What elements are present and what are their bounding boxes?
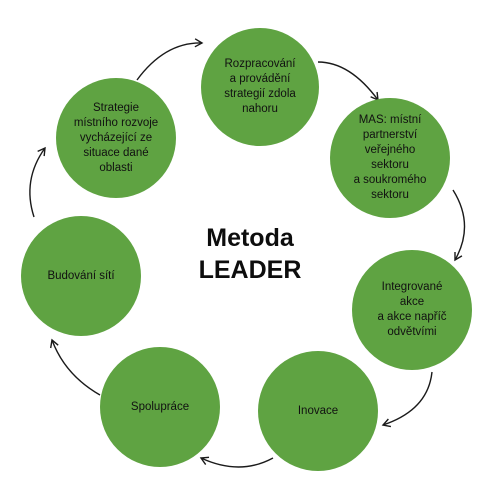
arrow-mas-to-integrovane bbox=[452, 189, 466, 262]
node-spoluprace: Spolupráce bbox=[100, 347, 220, 467]
center-title: Metoda LEADER bbox=[198, 224, 302, 284]
node-inovace-label: Inovace bbox=[297, 404, 339, 417]
node-mas: MAS: místní partnerství veřejného sektor… bbox=[330, 98, 450, 218]
node-integrovane: Integrované akce a akce napříč odvětvími bbox=[352, 250, 472, 370]
node-budovani-label: Budování sítí bbox=[47, 269, 115, 282]
node-mas-label: MAS: místní partnerství veřejného sektor… bbox=[353, 114, 427, 201]
arrow-inovace-to-spoluprace bbox=[199, 456, 274, 468]
arrow-rozpracovani-to-mas bbox=[317, 61, 379, 102]
node-integrovane-label: Integrované akce a akce napříč odvětvími bbox=[377, 281, 447, 338]
arrow-strategie-to-rozpracovani bbox=[136, 38, 204, 81]
node-rozpracovani-label: Rozpracování a provádění strategií zdola… bbox=[224, 58, 296, 115]
arrow-budovani-to-strategie bbox=[29, 146, 46, 218]
node-spoluprace-label: Spolupráce bbox=[130, 400, 190, 413]
arrow-integrovane-to-inovace bbox=[381, 371, 433, 428]
node-budovani: Budování sítí bbox=[21, 216, 141, 336]
arrow-spoluprace-to-budovani bbox=[49, 338, 101, 396]
node-rozpracovani: Rozpracování a provádění strategií zdola… bbox=[201, 28, 319, 146]
node-strategie-label: Strategie místního rozvoje vycházející z… bbox=[73, 101, 159, 174]
node-strategie: Strategie místního rozvoje vycházející z… bbox=[56, 78, 176, 198]
node-inovace: Inovace bbox=[258, 351, 378, 471]
